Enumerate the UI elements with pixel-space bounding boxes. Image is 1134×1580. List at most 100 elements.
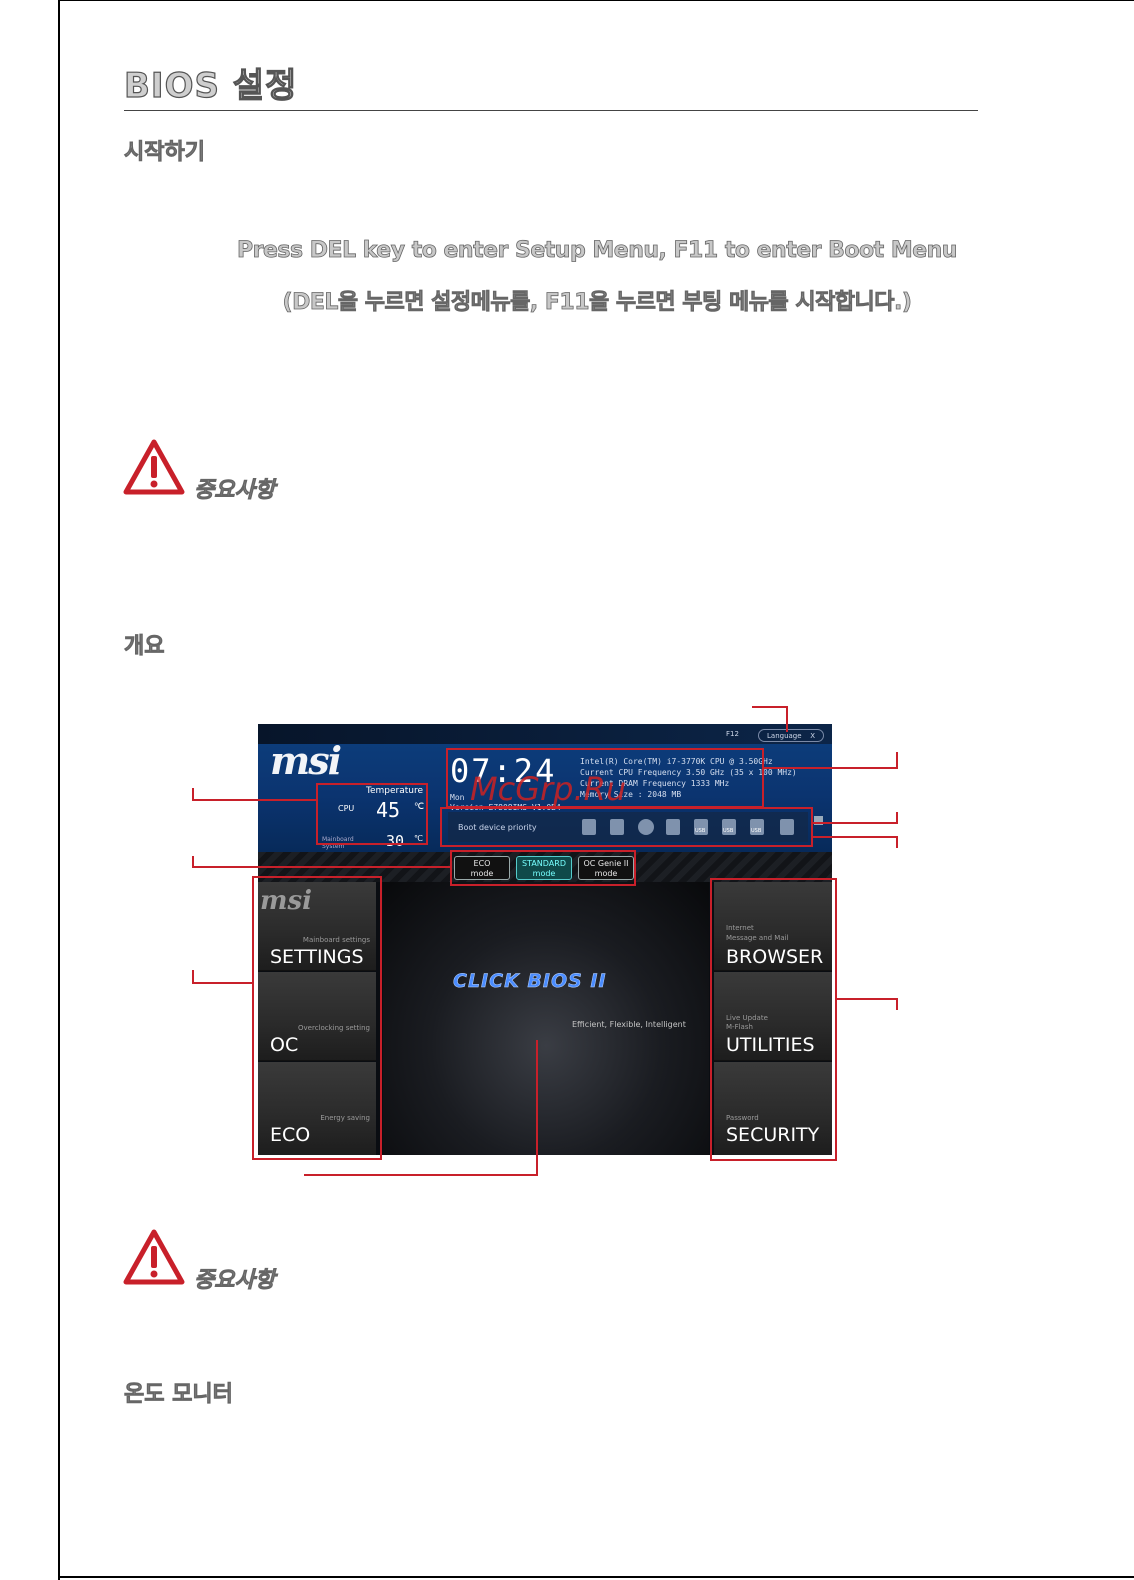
usb-optical-label: USB xyxy=(751,828,762,834)
main-display-area xyxy=(383,882,709,1155)
section-heading-temperature: 온도 모니터 xyxy=(124,1382,234,1408)
language-button[interactable]: Language X xyxy=(758,729,824,742)
important-note-2: 중요사항 xyxy=(194,1268,276,1294)
leader-boot-v xyxy=(896,812,898,824)
cpu-temp-unit: ℃ xyxy=(414,802,425,812)
oc-menu-button[interactable]: Overclocking setting OC xyxy=(258,972,376,1061)
press-del-line: Press DEL key to enter Setup Menu, F11 t… xyxy=(237,238,958,264)
callout-box-modes xyxy=(450,850,636,886)
network-icon[interactable] xyxy=(780,819,794,835)
oc-genie-mode-line1: OC Genie II xyxy=(583,859,629,868)
usb-floppy-label: USB xyxy=(723,828,734,834)
security-subtitle: Password xyxy=(726,1114,759,1122)
usb-optical-icon[interactable]: USB xyxy=(750,819,764,835)
cpu-temp-value: 45 xyxy=(376,798,401,822)
settings-menu-button[interactable]: msi Mainboard settings SETTINGS xyxy=(258,882,376,971)
click-bios-logo: CLICK BIOS II xyxy=(453,970,607,993)
browser-menu-button[interactable]: Internet Message and Mail BROWSER xyxy=(714,882,832,971)
security-menu-button[interactable]: Password SECURITY xyxy=(714,1062,832,1155)
settings-subtitle: Mainboard settings xyxy=(302,936,370,944)
settings-label: SETTINGS xyxy=(270,946,364,968)
leader-main-v xyxy=(536,1040,538,1176)
card-reader-icon[interactable] xyxy=(666,819,680,835)
utilities-menu-button[interactable]: Live Update M-Flash UTILITIES xyxy=(714,972,832,1061)
leader-boot-h xyxy=(813,822,898,824)
dram-frequency: Current DRAM Frequency 1333 MHz xyxy=(580,779,730,788)
mainboard-temp-label: Mainboard System xyxy=(322,836,354,850)
leader-temp-h xyxy=(192,799,316,801)
browser-subtitle-2: Message and Mail xyxy=(726,934,789,942)
clock-display: 07:24 xyxy=(450,752,557,790)
eco-label: ECO xyxy=(270,1124,311,1146)
msi-logo: msi xyxy=(270,738,342,783)
oc-genie-mode-button[interactable]: OC Genie II mode xyxy=(578,856,634,880)
callout-box-left-menu xyxy=(252,876,382,1160)
oc-label: OC xyxy=(270,1034,299,1056)
optical-disc-icon[interactable] xyxy=(638,819,654,835)
leader-boot2-h xyxy=(813,836,898,838)
standard-mode-line1: STANDARD xyxy=(521,859,566,868)
leader-right-h xyxy=(837,998,898,1000)
eco-mode-line2: mode xyxy=(470,869,494,878)
boot-device-bar xyxy=(448,812,808,842)
page-border-top xyxy=(58,0,1134,1)
page-title: BIOS 설정 xyxy=(123,65,298,106)
leader-main-h xyxy=(304,1174,538,1176)
page-border-left xyxy=(58,0,60,1580)
oc-subtitle: Overclocking setting xyxy=(298,1024,370,1032)
msi-panel-logo: msi xyxy=(260,886,313,916)
leader-left-v xyxy=(192,970,194,984)
utilities-label: UTILITIES xyxy=(726,1034,815,1056)
browser-label: BROWSER xyxy=(726,946,824,968)
standard-mode-line2: mode xyxy=(532,869,556,878)
hdd-icon[interactable] xyxy=(610,819,624,835)
watermark: McGrp.Ru xyxy=(470,770,627,808)
utilities-subtitle-2: M-Flash xyxy=(726,1023,753,1031)
cpu-temp-label: CPU xyxy=(338,804,355,813)
security-label: SECURITY xyxy=(726,1124,820,1146)
page-border-bottom xyxy=(58,1576,1134,1578)
leader-clock-h xyxy=(764,767,898,769)
utilities-subtitle-1: Live Update xyxy=(726,1014,768,1022)
cpu-info: Intel(R) Core(TM) i7-3770K CPU @ 3.50GHz xyxy=(580,757,773,766)
eco-subtitle: Energy saving xyxy=(320,1114,370,1122)
leader-language-v xyxy=(786,706,788,732)
leader-right-v xyxy=(896,998,898,1010)
standard-mode-button[interactable]: STANDARD mode xyxy=(516,856,572,880)
leader-language-h xyxy=(752,706,788,708)
section-heading-start: 시작하기 xyxy=(124,140,206,166)
eco-mode-button[interactable]: ECO mode xyxy=(454,856,510,880)
eco-mode-line1: ECO xyxy=(473,859,491,868)
temperature-label: Temperature xyxy=(366,786,424,796)
leader-temp-v xyxy=(192,788,194,801)
leader-boot2-v xyxy=(896,836,898,848)
date-text: Mon xyxy=(450,793,465,802)
mainboard-temp-unit: ℃ xyxy=(414,834,423,843)
leader-modes-v xyxy=(192,856,194,868)
warning-icon xyxy=(123,439,185,495)
browser-subtitle-1: Internet xyxy=(726,924,754,932)
usb-hdd-icon[interactable]: USB xyxy=(694,819,708,835)
bios-screenshot: msi F12 Language X Temperature CPU 45 ℃ … xyxy=(258,724,832,1155)
oc-genie-mode-line2: mode xyxy=(594,869,618,878)
leader-clock-v xyxy=(896,752,898,769)
warning-icon-2 xyxy=(123,1229,185,1285)
eco-menu-button[interactable]: Energy saving ECO xyxy=(258,1062,376,1155)
f12-screenshot-button[interactable]: F12 xyxy=(726,730,739,738)
cpu-frequency: Current CPU Frequency 3.50 GHz (35 x 100… xyxy=(580,768,797,777)
title-rule xyxy=(124,110,978,111)
language-label: Language xyxy=(767,732,802,740)
leader-modes-h xyxy=(192,866,450,868)
usb-drive-icon[interactable] xyxy=(582,819,596,835)
bios-top-strip xyxy=(258,724,832,744)
boot-device-priority-label: Boot device priority xyxy=(458,823,537,832)
section-heading-overview: 개요 xyxy=(124,634,165,660)
boot-settings-icon[interactable] xyxy=(814,816,823,825)
close-icon: X xyxy=(810,732,815,740)
callout-box-right-menu xyxy=(710,878,837,1161)
important-note-1: 중요사항 xyxy=(194,478,276,504)
callout-box-boot-priority xyxy=(440,807,813,847)
usb-hdd-label: USB xyxy=(695,828,706,834)
tagline: Efficient, Flexible, Intelligent xyxy=(572,1020,686,1029)
usb-floppy-icon[interactable]: USB xyxy=(722,819,736,835)
